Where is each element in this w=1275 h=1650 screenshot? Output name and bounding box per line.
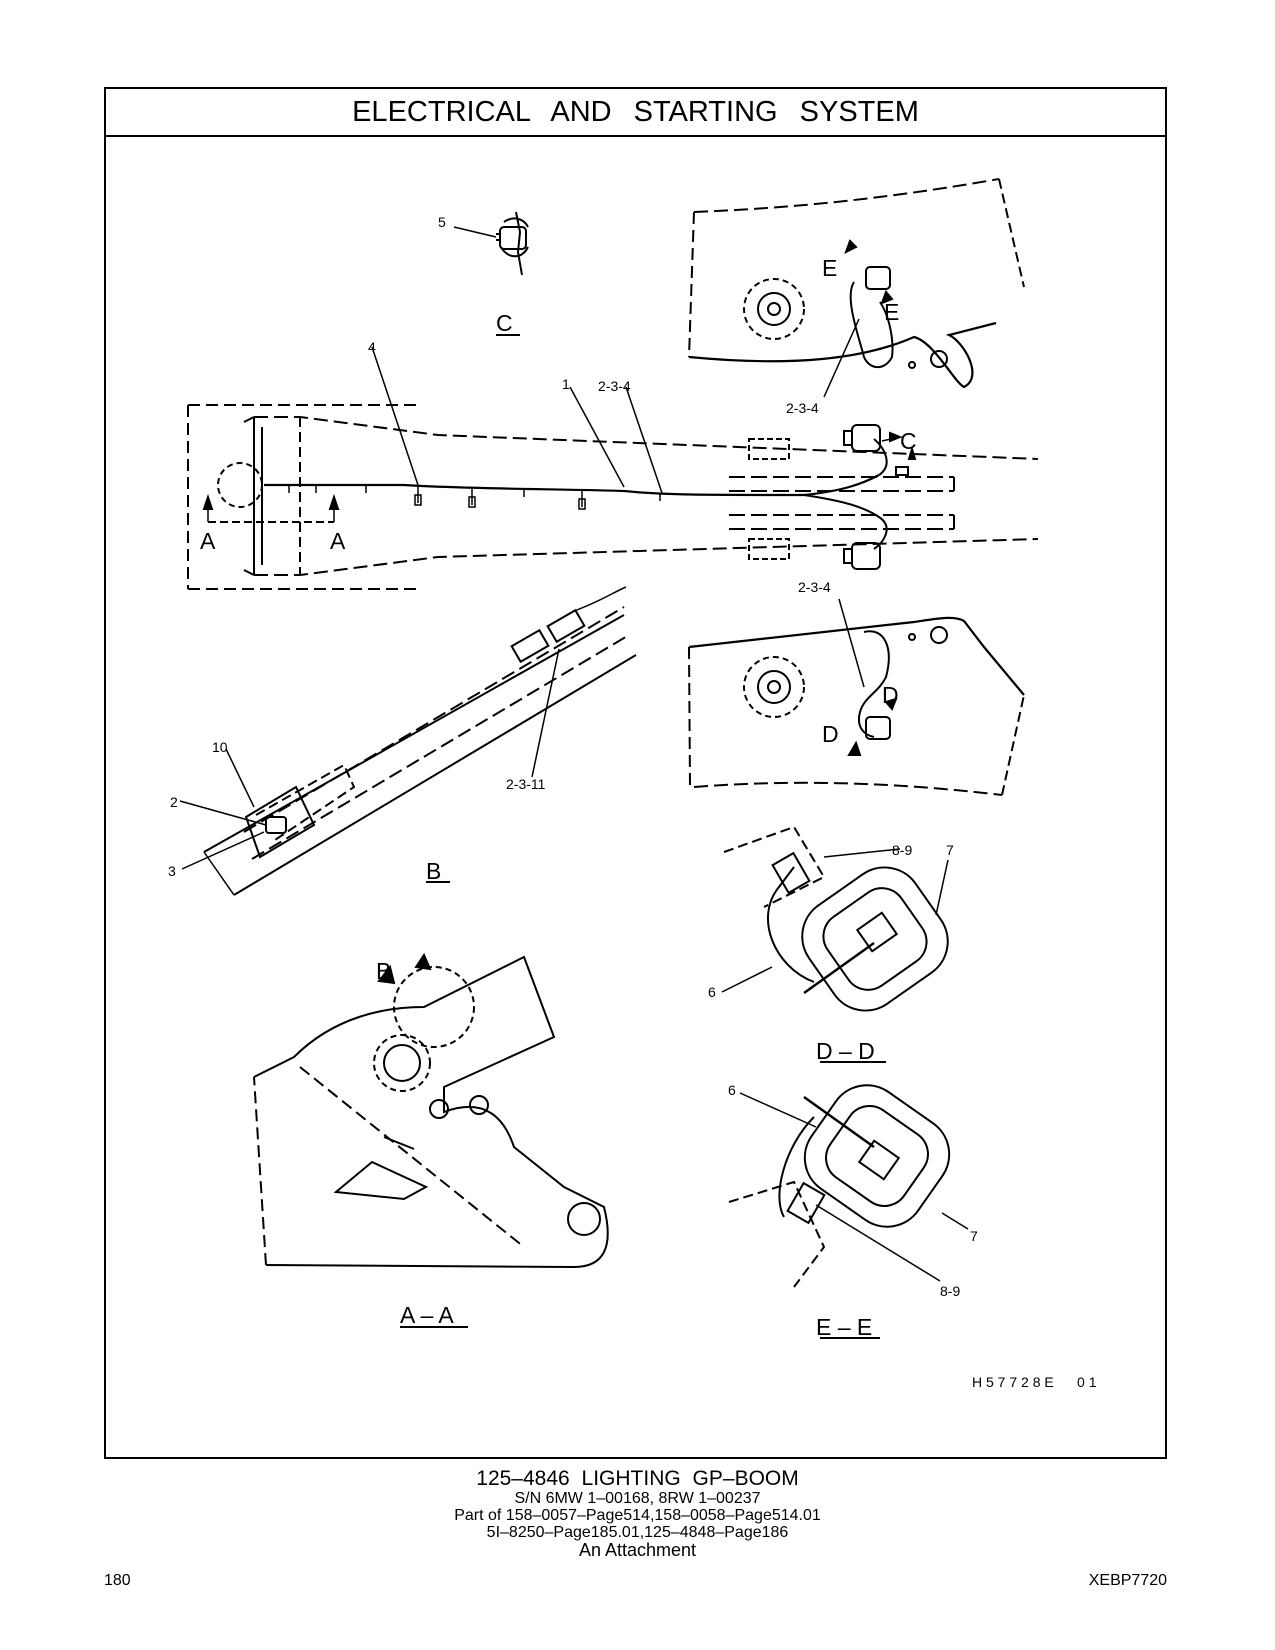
callout-10: 10 (212, 739, 228, 755)
callout-2-3-4-upper: 2-3-4 (786, 400, 819, 416)
view-label-d-d: D – D (816, 1038, 875, 1064)
callout-1: 1 (562, 376, 570, 392)
callout-8-9-e: 8-9 (940, 1283, 960, 1299)
section-marker-b: B (376, 958, 391, 984)
serial-numbers: S/N 6MW 1–00168, 8RW 1–00237 (514, 1490, 761, 1507)
callout-2-3-4-harness: 2-3-4 (598, 378, 631, 394)
document-id: XEBP7720 (1088, 1572, 1167, 1589)
work-lamp-lower (843, 542, 881, 570)
boom-detail-e (688, 178, 1025, 398)
boom-detail-d (688, 598, 1025, 796)
section-title: ELECTRICAL AND STARTING SYSTEM (106, 89, 1165, 137)
section-marker-a-right: A (330, 528, 346, 554)
callout-6-d: 6 (708, 984, 716, 1000)
boom-lighting-diagram: 5 4 1 2-3-4 2-3-4 2-3-4 2-3-11 10 2 3 8-… (168, 178, 1097, 1390)
view-e-e-lamp-section (728, 1084, 969, 1288)
figure-title: 125–4846 LIGHTING GP–BOOM (476, 1467, 799, 1490)
callout-5: 5 (438, 214, 446, 230)
section-marker-c: C (900, 428, 917, 454)
callout-4: 4 (368, 339, 376, 355)
view-label-b: B (426, 858, 441, 884)
section-marker-a-left: A (200, 528, 216, 554)
view-a-a-boom-foot (253, 952, 609, 1269)
section-marker-d-top: D (882, 682, 899, 708)
section-marker-d-bottom: D (822, 721, 839, 747)
work-lamp-upper (843, 424, 881, 452)
view-label-a-a: A – A (400, 1302, 454, 1328)
callout-2: 2 (170, 794, 178, 810)
page-number: 180 (104, 1572, 131, 1589)
callout-7-e: 7 (970, 1228, 978, 1244)
view-label-c: C (496, 310, 513, 336)
view-label-e-e: E – E (816, 1314, 872, 1340)
callout-8-9-d: 8-9 (892, 842, 912, 858)
callout-3: 3 (168, 863, 176, 879)
part-of-line-1: Part of 158–0057–Page514,158–0058–Page51… (454, 1507, 821, 1524)
diagram-frame: ELECTRICAL AND STARTING SYSTEM (104, 87, 1167, 1459)
view-d-d-lamp-section (721, 825, 949, 1012)
illustration-id: H 5 7 7 2 8 E 0 1 (972, 1374, 1097, 1390)
boom-plan-view (187, 346, 1039, 590)
callout-7-d: 7 (946, 842, 954, 858)
detail-c-lamp-clip (453, 211, 529, 276)
section-marker-e-top: E (822, 255, 837, 281)
part-of-line-2: 5I–8250–Page185.01,125–4848–Page186 (486, 1524, 789, 1541)
view-b-stick-bracket (179, 586, 637, 896)
callout-6-e: 6 (728, 1082, 736, 1098)
attachment-note: An Attachment (578, 1540, 697, 1560)
section-marker-e-bottom: E (884, 299, 899, 325)
callout-2-3-4-lower: 2-3-4 (798, 579, 831, 595)
callout-2-3-11: 2-3-11 (506, 776, 546, 792)
